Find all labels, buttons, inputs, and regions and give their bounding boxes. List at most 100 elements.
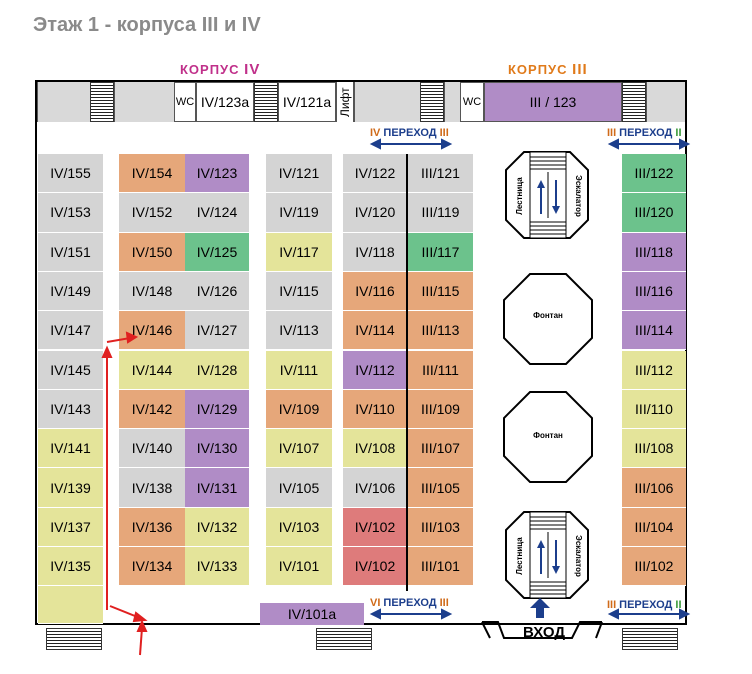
perehod-top-right: III ПЕРЕХОД II: [607, 127, 682, 139]
shop-iv-117[interactable]: IV/117: [266, 232, 332, 272]
shop-iv-154[interactable]: IV/154: [119, 154, 185, 194]
shop-iv-133[interactable]: IV/133: [185, 547, 249, 587]
shop-iii-114[interactable]: III/114: [622, 311, 686, 351]
shop-iii-102[interactable]: III/102: [622, 547, 686, 587]
shop-iv-109[interactable]: IV/109: [266, 389, 332, 430]
shop-iii-105[interactable]: III/105: [408, 468, 473, 508]
shop-iii-117[interactable]: III/117: [408, 232, 473, 272]
shop-iv-113[interactable]: IV/113: [266, 311, 332, 351]
shop-iii-113[interactable]: III/113: [408, 311, 473, 351]
shop-iv-144[interactable]: IV/144: [119, 350, 185, 390]
perehod-bottom-right-label: ПЕРЕХОД: [619, 599, 673, 611]
shop-iv-153[interactable]: IV/153: [38, 193, 103, 233]
shop-iv-152[interactable]: IV/152: [119, 193, 185, 233]
shop-iv-139[interactable]: IV/139: [38, 468, 103, 508]
shop-iii-116[interactable]: III/116: [622, 271, 686, 312]
shop-iii-119[interactable]: III/119: [408, 193, 473, 233]
stairs-escalator-bottom: [505, 511, 589, 599]
korpus-iii-word: КОРПУС: [508, 62, 568, 77]
shop-iv-135[interactable]: IV/135: [38, 547, 103, 587]
shop-iv-107[interactable]: IV/107: [266, 429, 332, 469]
shop-iv-147[interactable]: IV/147: [38, 311, 103, 351]
stairs-top-2: [254, 82, 278, 122]
shop-iv-150[interactable]: IV/150: [119, 232, 185, 272]
shop-iv-124[interactable]: IV/124: [185, 193, 249, 233]
stairs-escalator-top: [505, 151, 589, 239]
shop-iv-115[interactable]: IV/115: [266, 271, 332, 312]
perehod-bottom-left-a: VI: [370, 597, 381, 609]
shop-iv-121[interactable]: IV/121: [266, 154, 332, 194]
shop-iv-136[interactable]: IV/136: [119, 507, 185, 547]
wc-1[interactable]: WC: [174, 82, 196, 122]
shop-iii-122[interactable]: III/122: [622, 154, 686, 194]
shop-iv-111[interactable]: IV/111: [266, 350, 332, 390]
shop-iv-122[interactable]: IV/122: [343, 154, 407, 194]
shop-iv-134[interactable]: IV/134: [119, 547, 185, 587]
korpus-iii-num: III: [572, 61, 588, 78]
shop-iv-118[interactable]: IV/118: [343, 232, 407, 272]
shop-iv-105[interactable]: IV/105: [266, 468, 332, 508]
shop-iv-127[interactable]: IV/127: [185, 311, 249, 351]
shop-iii-101[interactable]: III/101: [408, 547, 473, 587]
shop-iv-114[interactable]: IV/114: [343, 311, 407, 351]
shop-iv-145[interactable]: IV/145: [38, 350, 103, 390]
perehod-bottom-left-label: ПЕРЕХОД: [383, 597, 437, 609]
shop-iv-125[interactable]: IV/125: [185, 232, 249, 272]
shop-iii-118[interactable]: III/118: [622, 232, 686, 272]
shop-iii-120[interactable]: III/120: [622, 193, 686, 233]
shop-iv-155[interactable]: IV/155: [38, 154, 103, 194]
shop-iv-148[interactable]: IV/148: [119, 271, 185, 312]
shop-iv-110[interactable]: IV/110: [343, 389, 407, 430]
shop-iv-112[interactable]: IV/112: [343, 350, 407, 390]
shop-iv-103[interactable]: IV/103: [266, 507, 332, 547]
stairs-label-bottom: Лестница: [515, 537, 524, 575]
shop-iii-123[interactable]: III / 123: [484, 82, 622, 122]
shop-iv-102[interactable]: IV/102: [343, 547, 407, 587]
entrance-arrow: [530, 598, 550, 618]
shop-iii-103[interactable]: III/103: [408, 507, 473, 547]
shop-iv-129[interactable]: IV/129: [185, 389, 249, 430]
shop-iii-112[interactable]: III/112: [622, 350, 686, 390]
shop-iv-102[interactable]: IV/102: [343, 507, 407, 547]
shop-iv-146[interactable]: IV/146: [119, 311, 185, 351]
shop-iv-101a[interactable]: IV/101a: [260, 603, 364, 626]
stairs-top-3: [420, 82, 444, 122]
entrance-doorway: [482, 621, 602, 639]
shop-iv-128[interactable]: IV/128: [185, 350, 249, 390]
shop-iii-121[interactable]: III/121: [408, 154, 473, 194]
shop-iii-107[interactable]: III/107: [408, 429, 473, 469]
shop-iii-115[interactable]: III/115: [408, 271, 473, 312]
shop-iv-141[interactable]: IV/141: [38, 429, 103, 469]
shop-iv-106[interactable]: IV/106: [343, 468, 407, 508]
fountain-1: [503, 273, 593, 365]
shop-iv-116[interactable]: IV/116: [343, 271, 407, 312]
shop-iv-101[interactable]: IV/101: [266, 547, 332, 587]
shop-iii-106[interactable]: III/106: [622, 468, 686, 508]
top-strip-segment-1: [37, 82, 90, 122]
entrance-label[interactable]: ВХОД: [522, 623, 566, 641]
shop-iii-108[interactable]: III/108: [622, 429, 686, 469]
shop-iv-123a[interactable]: IV/123a: [196, 82, 254, 122]
shop-iv-126[interactable]: IV/126: [185, 271, 249, 312]
perehod-top-left-a: IV: [370, 127, 381, 139]
shop-iv-119[interactable]: IV/119: [266, 193, 332, 233]
shop-iv-151[interactable]: IV/151: [38, 232, 103, 272]
wc-2[interactable]: WC: [460, 82, 484, 122]
shop-iv-121a[interactable]: IV/121a: [278, 82, 336, 122]
shop-iv-140[interactable]: IV/140: [119, 429, 185, 469]
shop-iv-143[interactable]: IV/143: [38, 389, 103, 430]
shop-iii-110[interactable]: III/110: [622, 389, 686, 430]
shop-iv-130[interactable]: IV/130: [185, 429, 249, 469]
shop-iv-108[interactable]: IV/108: [343, 429, 407, 469]
shop-iv-138[interactable]: IV/138: [119, 468, 185, 508]
shop-iv-142[interactable]: IV/142: [119, 389, 185, 430]
shop-iii-109[interactable]: III/109: [408, 389, 473, 430]
shop-iv-132[interactable]: IV/132: [185, 507, 249, 547]
shop-iii-111[interactable]: III/111: [408, 350, 473, 390]
shop-iv-120[interactable]: IV/120: [343, 193, 407, 233]
shop-iii-104[interactable]: III/104: [622, 507, 686, 547]
shop-iv-131[interactable]: IV/131: [185, 468, 249, 508]
shop-iv-149[interactable]: IV/149: [38, 271, 103, 312]
shop-iv-123[interactable]: IV/123: [185, 154, 249, 194]
shop-iv-137[interactable]: IV/137: [38, 507, 103, 547]
